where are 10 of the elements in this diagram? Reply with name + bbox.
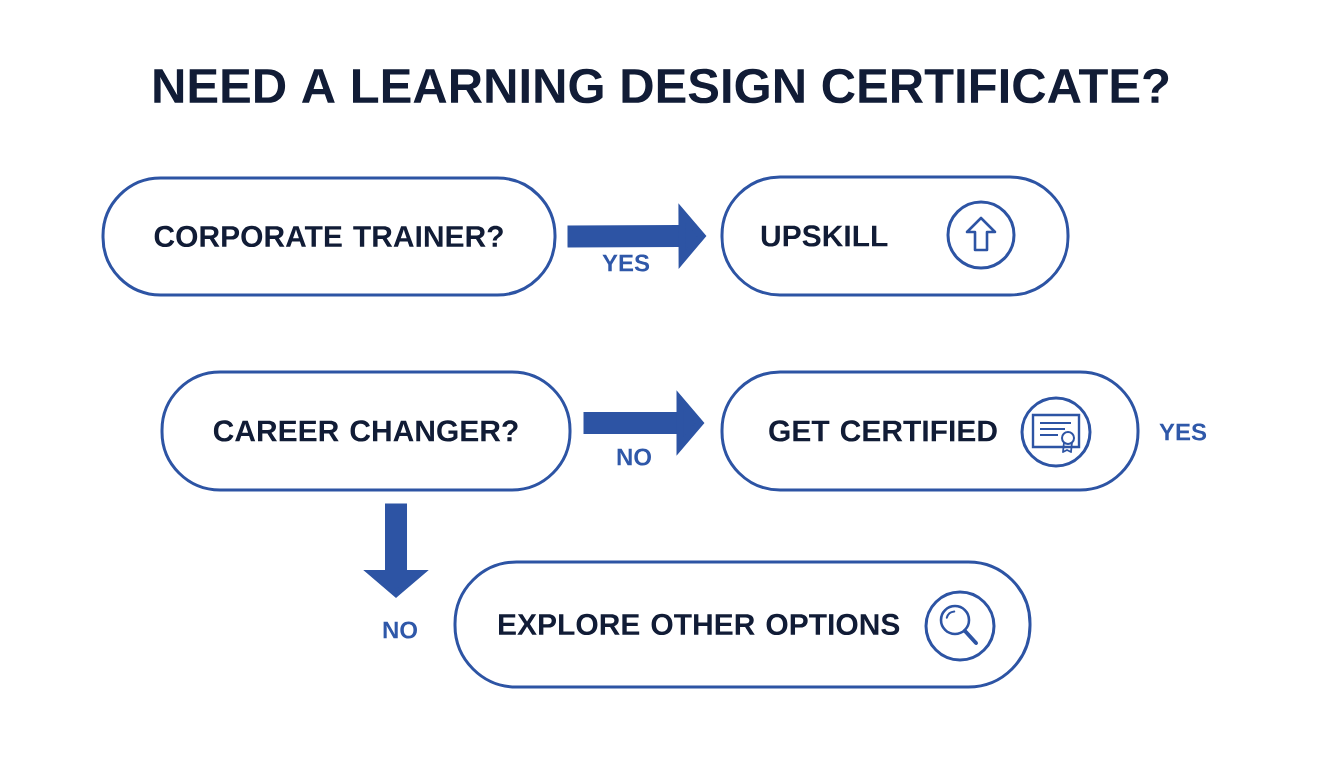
pill-box: GET CERTIFIED bbox=[720, 370, 1140, 492]
title: NEED A LEARNING DESIGN CERTIFICATE? bbox=[154, 68, 1169, 104]
pill-box: CAREER CHANGER? bbox=[160, 370, 572, 492]
pill-box: UPSKILL bbox=[720, 175, 1070, 297]
edge-label: NO bbox=[380, 619, 420, 641]
edge-label: YES bbox=[600, 252, 652, 274]
answer-label: YES bbox=[1159, 423, 1207, 441]
pill-box: EXPLORE OTHER OPTIONS bbox=[453, 560, 1032, 689]
edge-label: NO bbox=[614, 446, 654, 468]
pill-box: CORPORATE TRAINER? bbox=[101, 176, 557, 297]
